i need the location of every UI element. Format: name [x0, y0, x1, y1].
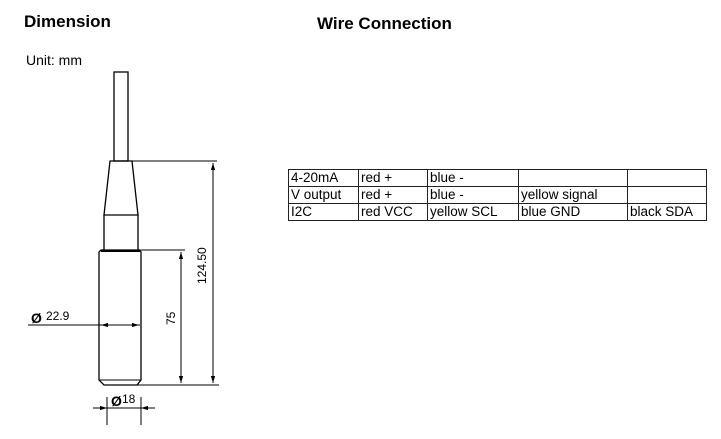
wire-cell: yellow SCL: [427, 203, 519, 221]
wire-cell: black SDA: [627, 203, 707, 221]
collar: [103, 215, 139, 250]
outer-diameter-label: 22.9: [46, 309, 70, 323]
output-type-cell: I2C: [288, 203, 359, 221]
wire-cell: blue GND: [518, 203, 628, 221]
wire-cell: [518, 169, 628, 187]
output-type-cell: 4-20mA: [288, 169, 359, 187]
unit-label: Unit: mm: [26, 52, 82, 68]
wire-cell: blue -: [427, 186, 519, 204]
diameter-symbol-icon: Ø: [31, 310, 42, 326]
diameter-symbol-icon: Ø: [111, 393, 122, 409]
sensor-body: [98, 249, 142, 386]
wire-cell: [627, 186, 707, 204]
wire-cell: red +: [358, 186, 428, 204]
body-diameter-label: 18: [122, 392, 136, 406]
wire-cell: blue -: [427, 169, 519, 187]
body-length-label: 75: [164, 311, 178, 325]
output-type-cell: V output: [288, 186, 359, 204]
cable-outline: [113, 71, 129, 162]
wire-cell: [627, 169, 707, 187]
dimension-heading: Dimension: [24, 12, 111, 31]
strain-relief-cone: [103, 160, 139, 216]
wire-connection-heading: Wire Connection: [317, 14, 452, 33]
wire-cell: red VCC: [358, 203, 428, 221]
wire-cell: yellow signal: [518, 186, 628, 204]
total-length-label: 124.50: [195, 247, 209, 284]
wire-cell: red +: [358, 169, 428, 187]
